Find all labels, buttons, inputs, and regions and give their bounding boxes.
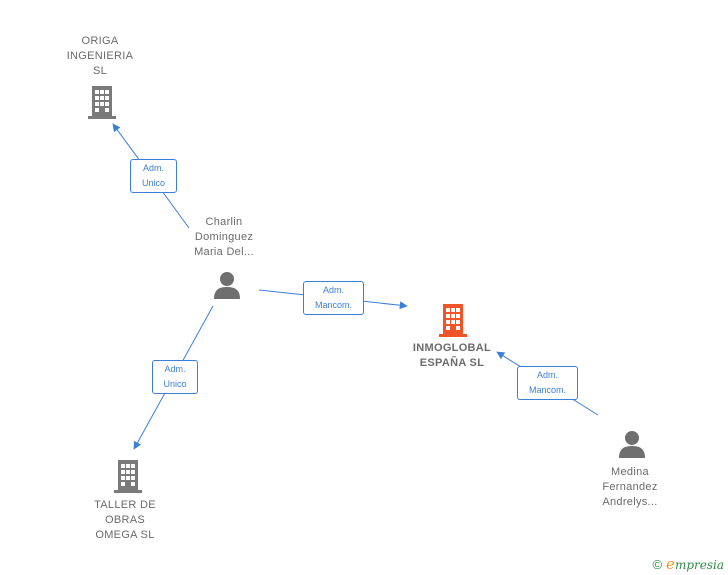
- edge-badge-inmoglobal-medina[interactable]: Adm. Mancom.: [517, 366, 578, 400]
- node-inmoglobal-label: INMOGLOBAL ESPAÑA SL: [412, 342, 492, 369]
- person-icon[interactable]: [617, 429, 647, 459]
- node-charlin-label: Charlin Dominguez Maria Del...: [194, 216, 254, 258]
- copyright-symbol: ©: [652, 556, 663, 572]
- edge-badge-taller[interactable]: Adm. Unico: [152, 360, 198, 394]
- building-icon[interactable]: [86, 84, 118, 120]
- building-icon[interactable]: [112, 458, 144, 494]
- person-icon[interactable]: [212, 270, 242, 300]
- edge-badge-origa[interactable]: Adm. Unico: [130, 159, 177, 193]
- footer-brand: © empresia: [652, 555, 724, 573]
- node-taller-label: TALLER DE OBRAS OMEGA SL: [94, 499, 156, 541]
- edge-badge-inmoglobal-charlin[interactable]: Adm. Mancom.: [303, 281, 364, 315]
- node-origa-label: ORIGA INGENIERIA SL: [66, 35, 134, 77]
- empresia-logo[interactable]: empresia: [666, 555, 724, 573]
- node-medina-label: Medina Fernandez Andrelys...: [602, 466, 658, 508]
- building-icon[interactable]: [437, 302, 469, 338]
